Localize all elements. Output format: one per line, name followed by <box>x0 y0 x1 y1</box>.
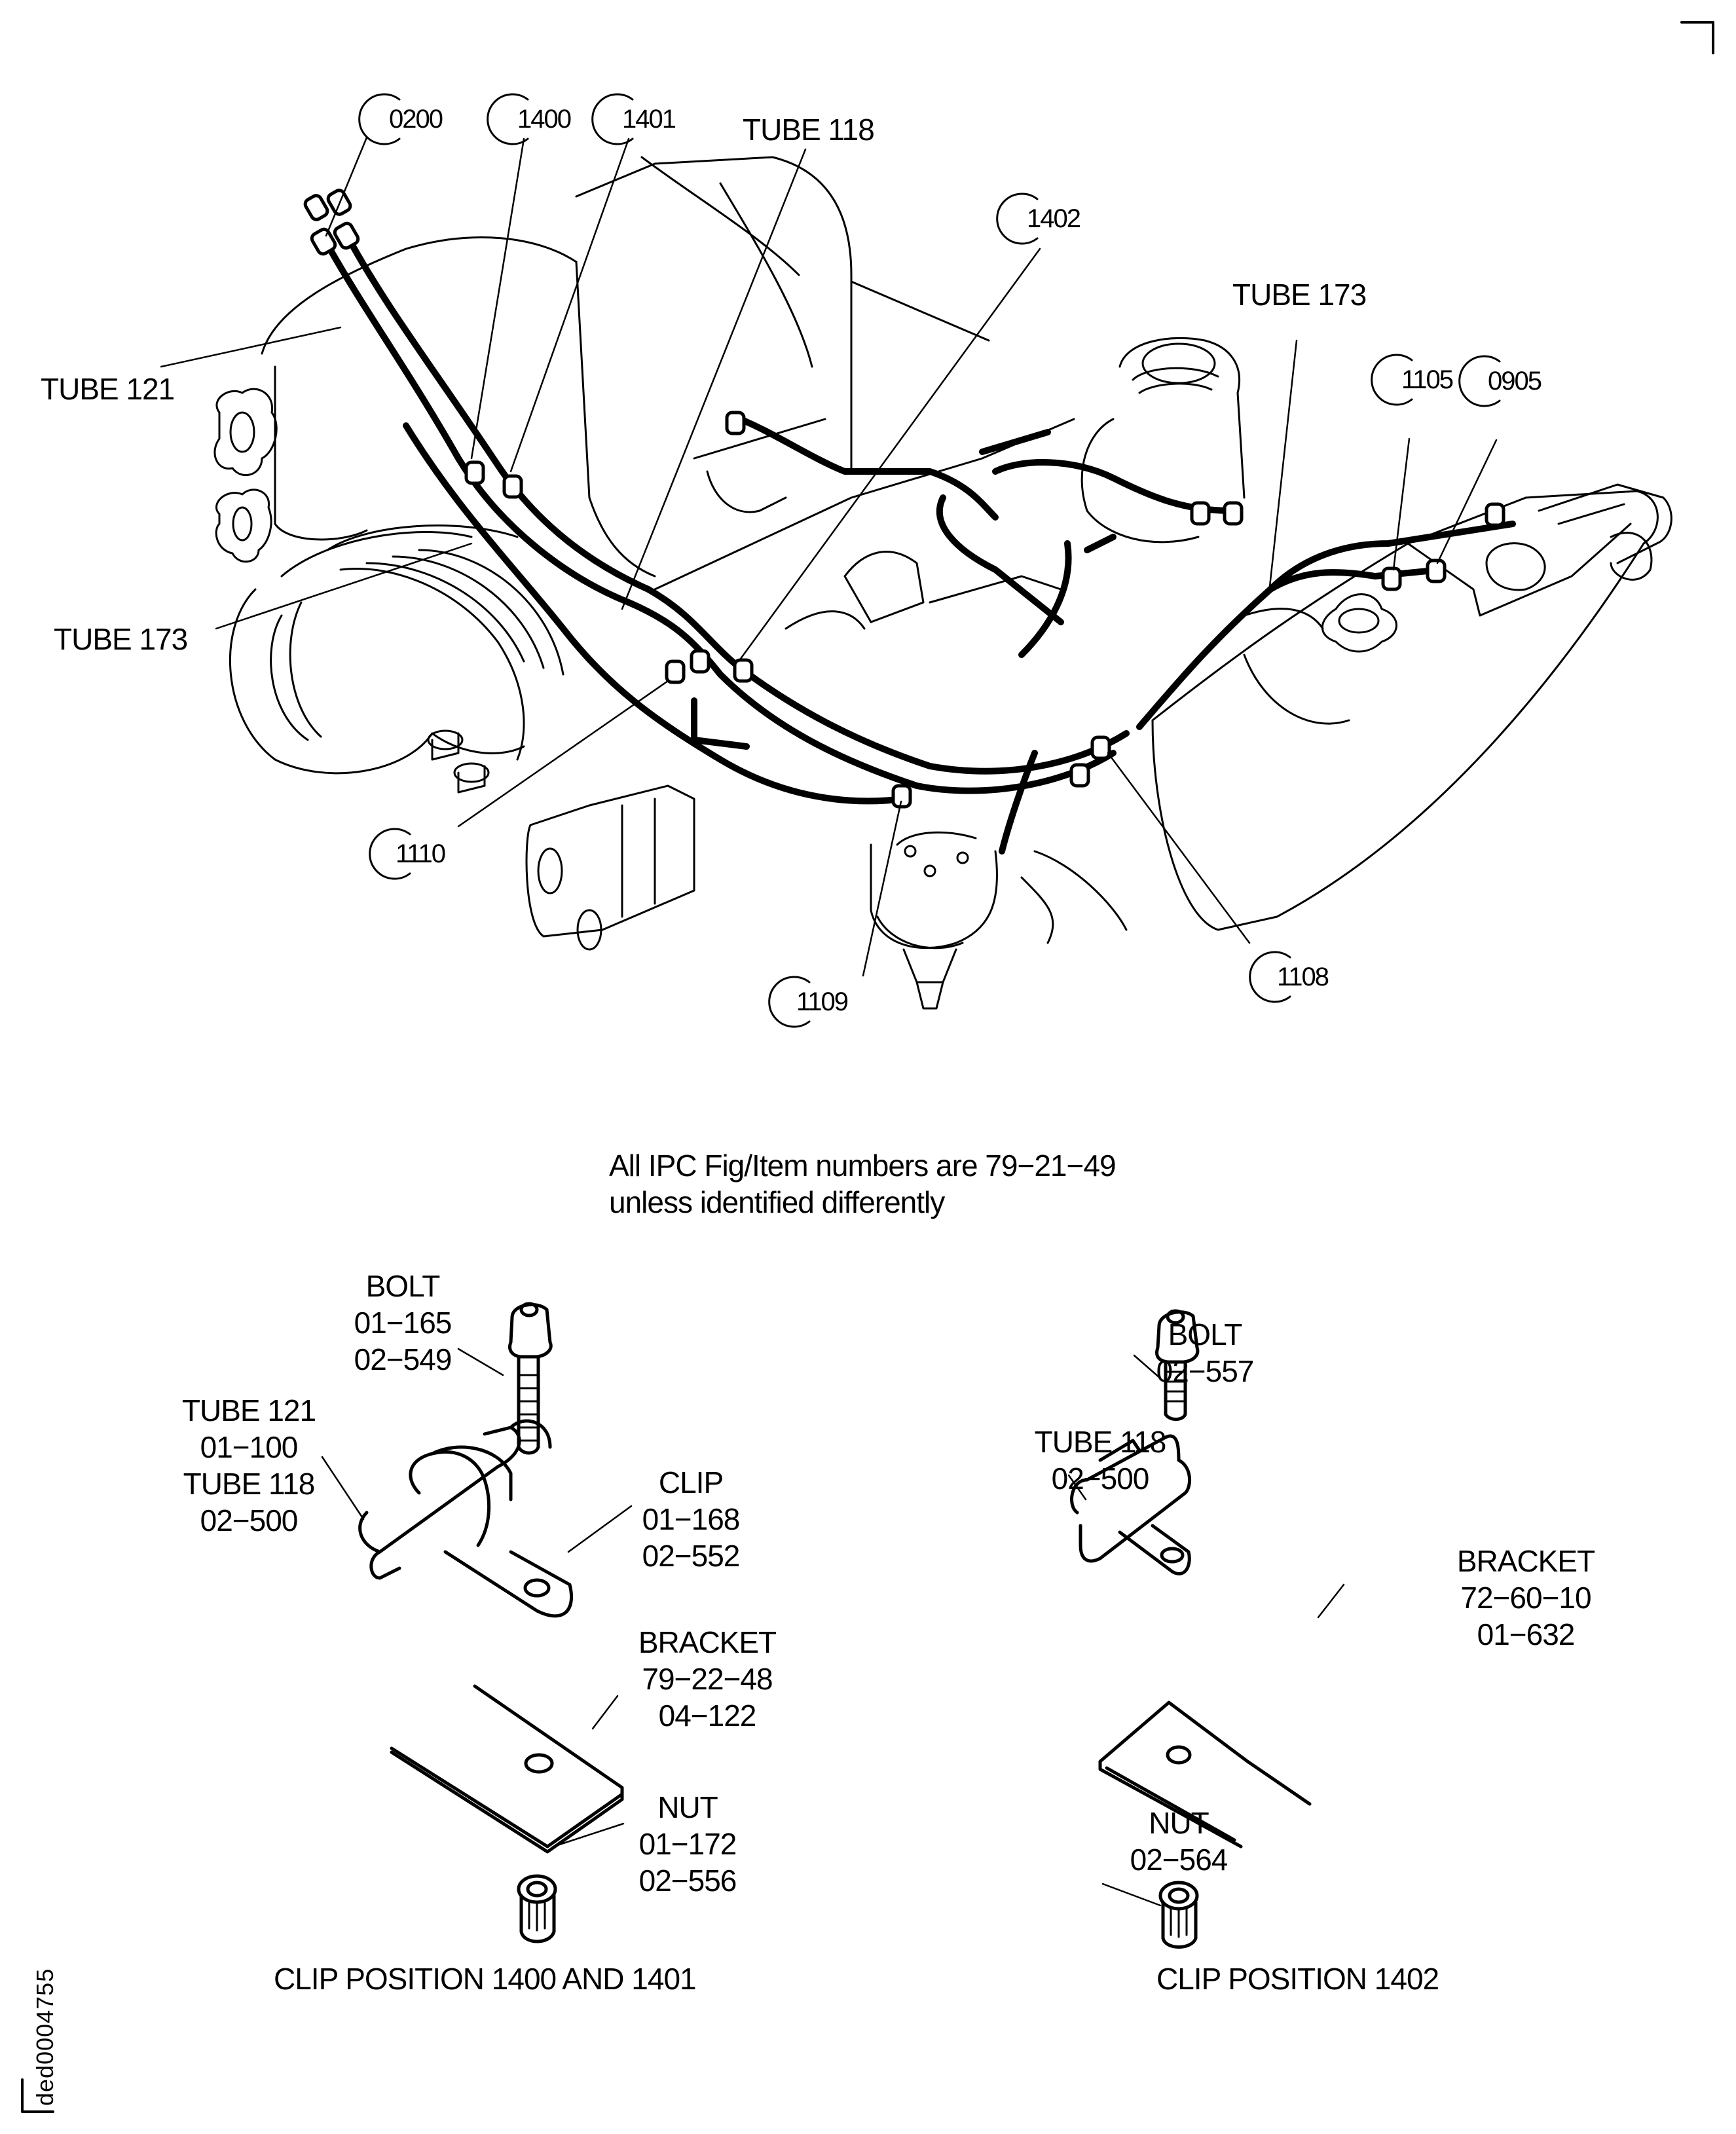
callout-1110: 1110 <box>396 839 446 868</box>
leader-lines <box>160 136 1498 977</box>
fitting-1105 <box>1381 566 1402 591</box>
bracket-plate-right <box>1098 1701 1312 1849</box>
engine-body-outline <box>213 156 1672 1010</box>
ipc-note-line-2: unless identified differently <box>609 1185 945 1219</box>
document-id: ded0004755 <box>31 1968 58 2106</box>
clip-1401 <box>502 474 523 499</box>
callout-1401: 1401 <box>622 105 676 134</box>
callout-1108: 1108 <box>1277 963 1329 991</box>
turbo-connector <box>979 429 1051 455</box>
callout-1402: 1402 <box>1027 204 1081 233</box>
tube-121-run <box>323 239 1117 794</box>
center-down-tube <box>1018 540 1072 658</box>
fitting-1108 <box>1090 735 1111 760</box>
tube-173-right-upper <box>1267 521 1516 593</box>
nut-left <box>517 1874 557 1943</box>
bolt-right <box>1155 1309 1200 1421</box>
fitting-0905 <box>1426 559 1447 583</box>
tube-173-right-run <box>1136 566 1444 730</box>
bracket-tube-1110 <box>691 697 750 750</box>
label-tube-173-top: TUBE 173 <box>1232 278 1367 312</box>
corner-mark-bottom-left <box>21 2078 54 2113</box>
ipc-note: All IPC Fig/Item numbers are 79−21−49 un… <box>609 1147 1117 1221</box>
callout-0905: 0905 <box>1488 367 1542 396</box>
detail-left-bolt-label: BOLT 01−165 02−549 <box>354 1269 452 1376</box>
ipc-note-line-1: All IPC Fig/Item numbers are 79−21−49 <box>609 1149 1117 1183</box>
detail-right-bracket-label: BRACKET 72−60−10 01−632 <box>1456 1544 1595 1651</box>
upper-tube-loop <box>936 494 1064 625</box>
tube-173-lower-run <box>403 422 907 805</box>
callout-0200: 0200 <box>389 105 443 134</box>
detail-right-caption: CLIP POSITION 1402 <box>1156 1962 1439 1996</box>
callout-rings <box>358 93 1501 1028</box>
detail-left-nut-label: NUT 01−172 02−556 <box>638 1790 737 1898</box>
detail-left-caption: CLIP POSITION 1400 AND 1401 <box>274 1962 697 1996</box>
bracket-plate-left <box>390 1684 624 1854</box>
detail-left-bracket-label: BRACKET 79−22−48 04−122 <box>638 1625 777 1733</box>
fitting-1110 <box>665 659 686 684</box>
callout-1400: 1400 <box>517 105 572 134</box>
detail-left-clip-label: CLIP 01−168 02−552 <box>642 1465 741 1573</box>
corner-mark-top-right <box>1680 21 1714 54</box>
tube-runs <box>323 232 1516 855</box>
label-tube-118: TUBE 118 <box>743 113 875 147</box>
tube-118-run <box>344 232 1130 775</box>
clip-1402 <box>733 658 754 683</box>
detail-right-nut-label: NUT 02−564 <box>1130 1806 1228 1877</box>
pump-tube <box>999 750 1038 855</box>
clip-left <box>358 1419 574 1618</box>
detail-left-drawing <box>321 1302 633 1943</box>
fitting-1109 <box>891 784 912 809</box>
nut-right <box>1158 1881 1199 1949</box>
detail-right-tube-label: TUBE 118 02−500 <box>1034 1425 1167 1496</box>
center-fitting <box>1084 534 1117 553</box>
detail-left-tube-label: TUBE 121 01−100 TUBE 118 02−500 <box>181 1393 316 1537</box>
callout-1105: 1105 <box>1401 365 1454 394</box>
upper-tube-run <box>737 416 999 521</box>
detail-right-bolt-label: BOLT 02−557 <box>1156 1317 1255 1388</box>
callout-1109: 1109 <box>796 987 849 1016</box>
detail-right-drawing <box>1067 1309 1345 1949</box>
clip-1400 <box>464 460 485 485</box>
label-tube-121: TUBE 121 <box>41 372 175 406</box>
label-tube-173-left: TUBE 173 <box>54 622 188 656</box>
